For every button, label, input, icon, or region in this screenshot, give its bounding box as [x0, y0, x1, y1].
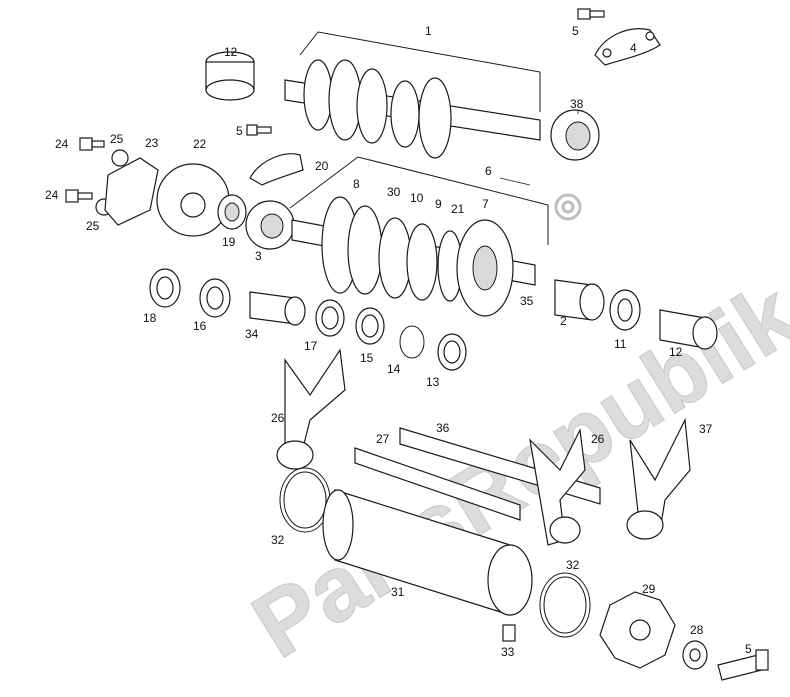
callout-13: 13	[426, 375, 440, 389]
ball-bearing-38	[550, 109, 600, 161]
main-shaft-1	[284, 31, 541, 159]
callout-28: 28	[690, 623, 704, 637]
callout-35: 35	[520, 294, 534, 308]
shift-fork-37	[626, 417, 691, 540]
needle-bearing-12-top	[205, 51, 255, 101]
shift-fork-26-right	[529, 427, 586, 546]
callout-26-right: 26	[591, 432, 605, 446]
callout-25-upper: 25	[110, 132, 124, 146]
callout-27: 27	[376, 432, 390, 446]
callout-7: 7	[482, 197, 489, 211]
callout-33: 33	[501, 645, 515, 659]
callout-5-middle: 5	[236, 124, 243, 138]
callout-5-top: 5	[572, 24, 579, 38]
callout-labels: 1 2 3 4 5 5 5 6 7 8 9 10 11 12 12 13 14 …	[45, 24, 752, 659]
retaining-plate-20	[249, 153, 304, 186]
callout-12-top: 12	[224, 45, 238, 59]
sprocket-plate-23	[104, 157, 159, 226]
washer-11	[609, 289, 641, 331]
callout-6: 6	[485, 164, 492, 178]
callout-15: 15	[360, 351, 374, 365]
callout-29: 29	[642, 582, 656, 596]
needle-bearing-2	[554, 279, 605, 321]
callout-17: 17	[304, 339, 318, 353]
washer-18	[149, 268, 181, 308]
washer-13	[437, 333, 467, 371]
callout-3: 3	[255, 249, 262, 263]
callout-32-right: 32	[566, 558, 580, 572]
callout-37: 37	[699, 422, 713, 436]
sprocket-22	[156, 163, 230, 237]
bolt-5-middle	[246, 124, 272, 136]
callout-38: 38	[570, 97, 584, 111]
callout-2: 2	[560, 314, 567, 328]
ball-bearing-3	[245, 200, 295, 250]
bushing-34	[249, 291, 306, 326]
star-plate-29	[599, 591, 676, 669]
callout-11: 11	[614, 337, 627, 351]
bearing-19	[217, 194, 247, 230]
bolt-24-lower	[65, 189, 93, 203]
callout-32-left: 32	[271, 533, 285, 547]
bolt-5-bottom	[717, 649, 769, 681]
shift-drum-31	[322, 489, 533, 616]
o-ring-32-right	[539, 572, 591, 638]
callout-24-upper: 24	[55, 137, 69, 151]
shaft-1-gears	[303, 59, 452, 159]
countershaft-6	[289, 156, 549, 317]
callout-8: 8	[353, 177, 360, 191]
callout-20: 20	[315, 159, 329, 173]
bushing-12-right	[659, 309, 718, 350]
bolt-5-top	[577, 8, 605, 20]
leader-lines	[231, 52, 579, 186]
bolt-24-upper	[79, 137, 105, 151]
washer-16	[199, 278, 231, 318]
callout-5-bottom: 5	[745, 642, 752, 656]
callout-30: 30	[387, 185, 401, 199]
washer-15	[355, 307, 385, 345]
circlip-14	[399, 325, 425, 359]
callout-21: 21	[451, 202, 465, 216]
retaining-plate-4	[594, 28, 661, 66]
callout-22: 22	[193, 137, 207, 151]
gear-icon	[554, 193, 582, 221]
callout-36: 36	[436, 421, 450, 435]
callout-1: 1	[425, 24, 432, 38]
callout-9: 9	[435, 197, 442, 211]
washer-25-upper	[111, 149, 129, 167]
callout-4: 4	[630, 41, 637, 55]
fork-rod-27	[354, 447, 521, 521]
washer-17	[315, 299, 345, 337]
callout-12-right: 12	[669, 345, 683, 359]
callout-23: 23	[145, 136, 159, 150]
pin-33	[502, 624, 516, 642]
callout-10: 10	[410, 191, 424, 205]
callout-25-lower: 25	[86, 219, 100, 233]
shift-fork-26-left	[276, 348, 346, 470]
washer-28	[682, 640, 708, 670]
callout-19: 19	[222, 235, 236, 249]
shaft-6-gears	[321, 196, 514, 317]
callout-31: 31	[391, 585, 405, 599]
callout-26-left: 26	[271, 411, 285, 425]
callout-16: 16	[193, 319, 207, 333]
callout-14: 14	[387, 362, 401, 376]
callout-18: 18	[143, 311, 157, 325]
callout-24-lower: 24	[45, 188, 59, 202]
callout-34: 34	[245, 327, 259, 341]
